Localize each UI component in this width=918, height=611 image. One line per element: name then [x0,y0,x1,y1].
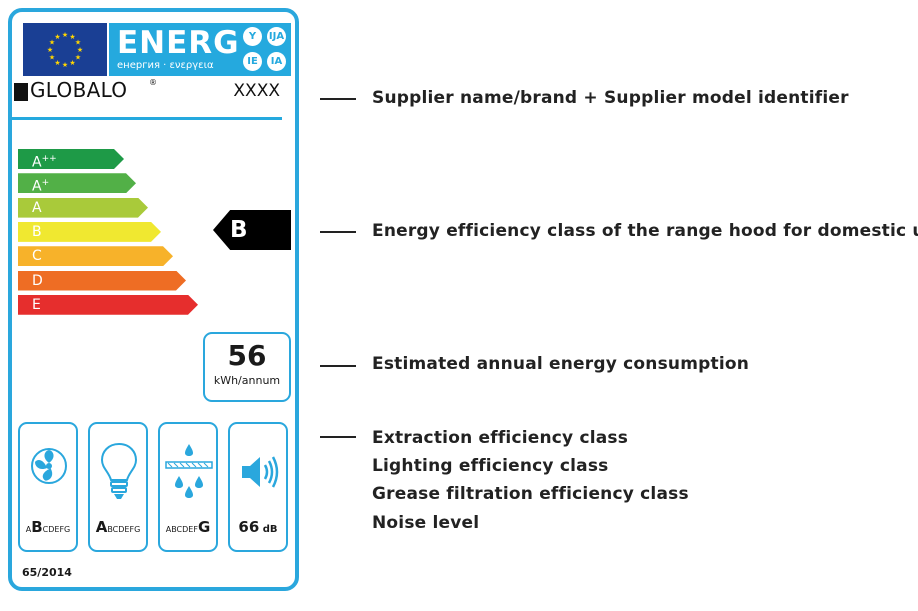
brand-logo-icon [14,83,28,101]
energy-banner: ENERG енергия · ενεργεια Y IJA IE IA [109,23,291,76]
class-bar: E [18,295,198,315]
noise-box: 66 dB [228,422,288,552]
eu-star-icon: ★ [62,31,68,39]
grease-filter-icon [165,444,213,498]
energy-label: ★★★★★★★★★★★★ ENERG енергия · ενεργεια Y … [8,8,299,591]
eu-flag-icon: ★★★★★★★★★★★★ [23,23,107,76]
eu-star-icon: ★ [54,59,60,67]
consumption-value: 56 [227,339,267,372]
model-identifier: XXXX [233,81,280,101]
eu-star-icon: ★ [47,46,53,54]
eu-star-icon: ★ [69,33,75,41]
class-label: D [32,272,43,289]
class-label: A [32,199,42,216]
eu-star-icon: ★ [54,33,60,41]
grease-class: ABCDEFG [165,518,211,536]
registered-mark: ® [149,78,157,87]
consumption-unit: kWh/annum [213,374,281,387]
noise-level: 66 dB [238,518,278,536]
class-bar: A++ [18,149,124,169]
eu-star-icon: ★ [49,54,55,62]
class-label: A [32,154,42,171]
callout-line [320,436,356,438]
class-label: C [32,248,42,265]
callout-noise: Noise level [372,513,480,533]
lang-code: Y [243,27,262,46]
eu-star-icon: ★ [69,59,75,67]
consumption-box: 56 kWh/annum [203,332,291,402]
callout-line [320,231,356,233]
speaker-icon [242,456,279,488]
class-label: E [32,296,41,313]
callout-extraction: Extraction efficiency class [372,428,629,448]
callout-line [320,365,356,367]
class-bar: A [18,198,148,218]
eu-star-icon: ★ [77,46,83,54]
callout-efficiency-class: Energy efficiency class of the range hoo… [372,221,918,241]
fan-icon [31,448,67,484]
class-bar: A+ [18,173,136,193]
brand-name: GLOBALO [30,78,128,102]
regulation-number: 65/2014 [22,566,72,579]
rating-arrow: B [213,210,291,250]
class-label-sup: + [41,178,50,189]
energy-subtitle: енергия · ενεργεια [117,60,214,71]
label-header: ★★★★★★★★★★★★ ENERG енергия · ενεργεια Y … [23,23,291,76]
eu-star-icon: ★ [75,54,81,62]
energy-word: ENERG [117,25,240,61]
class-bar: D [18,271,186,291]
class-label: A [32,178,42,195]
lighting-class: ABCDEFG [95,518,141,536]
eu-star-icon: ★ [62,61,68,69]
class-label: B [32,223,42,240]
callout-supplier: Supplier name/brand + Supplier model ide… [372,88,849,108]
bulb-icon [100,442,138,499]
class-label-sup: ++ [41,154,57,164]
callout-line [320,98,356,100]
lighting-box: ABCDEFG [88,422,148,552]
brand-row: GLOBALO ® XXXX [12,76,280,106]
extraction-class: ABCDEFG [25,518,71,536]
extraction-box: ABCDEFG [18,422,78,552]
lang-code: IE [243,52,262,71]
lang-code: IA [267,52,286,71]
callout-grease: Grease filtration efficiency class [372,484,689,504]
callout-consumption: Estimated annual energy consumption [372,354,750,374]
eu-star-icon: ★ [75,39,81,47]
class-bar: B [18,222,161,242]
callout-lighting: Lighting efficiency class [372,456,609,476]
class-bar: C [18,246,173,266]
lang-code: IJA [267,27,286,46]
grease-box: ABCDEFG [158,422,218,552]
eu-star-icon: ★ [49,39,55,47]
divider [12,117,282,120]
